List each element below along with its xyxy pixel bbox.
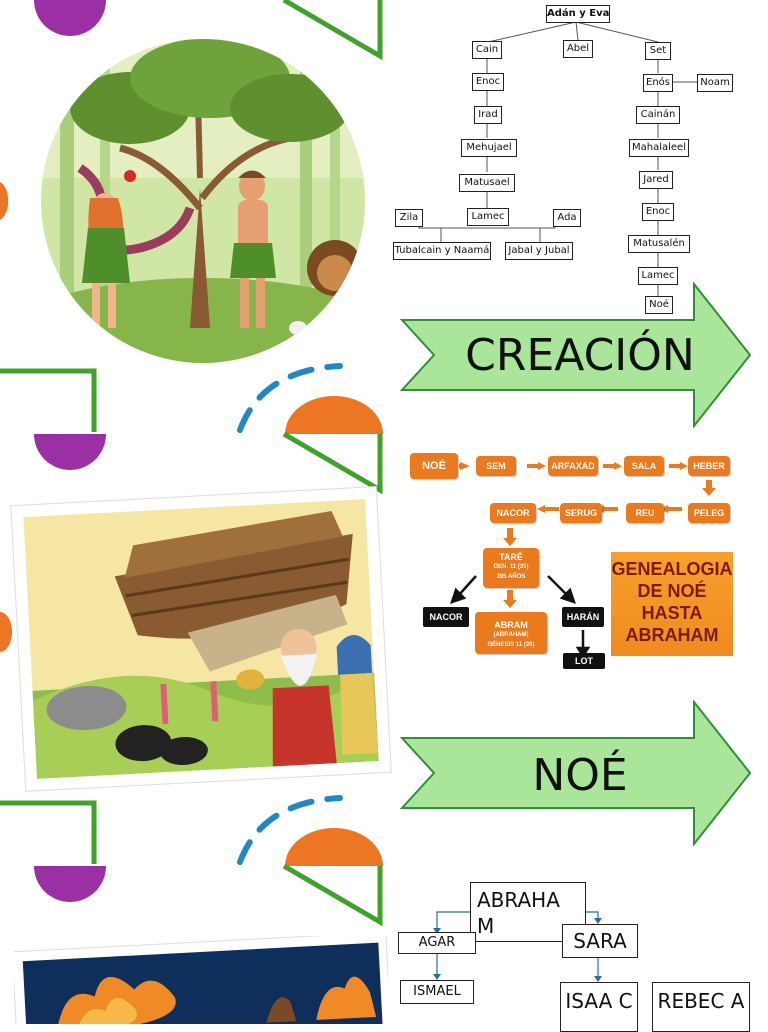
- tree3-ismael: ISMAEL: [400, 980, 474, 1004]
- tree2-tare-age: 205 AÑOS: [496, 574, 526, 580]
- purple-half-circle: [34, 0, 106, 36]
- purple-half-circle: [34, 866, 106, 902]
- green-bracket: [0, 368, 97, 432]
- tree2-tare-name: TARÉ: [499, 552, 523, 562]
- tree2-abram-ref: GÉNESIS 11 (26): [487, 642, 535, 648]
- tree2-row2-item: PELEG: [688, 503, 730, 523]
- tree1-set-line: Mahalaleel: [629, 139, 689, 157]
- tree2-abram-alt: (ABRAHAM): [493, 632, 529, 638]
- tree1-cain-line: Matusael: [459, 174, 515, 192]
- tree2-abram-name: ABRAM: [494, 620, 528, 630]
- tree1-set-line: Jared: [639, 171, 673, 189]
- fire-illustration: [14, 936, 388, 1024]
- green-bracket: [0, 800, 97, 864]
- tree3-agar: AGAR: [398, 932, 476, 954]
- tree2-tare-ref: GEN. 11 (25): [493, 564, 529, 570]
- arrow-creacion: [400, 282, 752, 428]
- orange-half-circle: [285, 828, 383, 866]
- tree1-cain: Cain: [472, 41, 502, 59]
- green-triangle: [282, 0, 383, 61]
- tree1-set-line: Enoc: [642, 203, 674, 221]
- tree1-root: Adán y Eva: [546, 5, 610, 23]
- tree1-noam: Noam: [697, 74, 733, 92]
- tree2-title-line: DE NOÉ: [637, 581, 707, 601]
- blue-dashed-arc: [237, 363, 343, 433]
- tree3-isaac: ISAA C: [560, 982, 638, 1032]
- green-triangle: [282, 863, 383, 927]
- green-triangle: [282, 431, 383, 495]
- tree1-zila-children: Tubalcain y Naamá: [393, 242, 491, 260]
- tree2-lot: LOT: [563, 653, 605, 669]
- tree1-cain-line: Lamec: [467, 208, 509, 226]
- arrow-noe-label: NOÉ: [532, 750, 628, 801]
- tree1-cain-line: Enoc: [472, 73, 504, 91]
- tree1-ada: Ada: [553, 209, 581, 227]
- tree1-cain-line: Mehujael: [461, 139, 517, 157]
- tree2-tare: TARÉ GEN. 11 (25) 205 AÑOS: [483, 548, 539, 588]
- tree1-set-line: Noé: [645, 296, 673, 314]
- noah-ark-illustration: [10, 486, 392, 792]
- tree3-sara: SARA: [562, 924, 638, 958]
- tree3-rebeca: REBEC A: [652, 982, 750, 1032]
- tree1-zila: Zila: [395, 209, 423, 227]
- tree2-haran: HARÁN: [562, 607, 604, 627]
- tree1-set-line: Lamec: [638, 267, 678, 285]
- tree2-title-line: HASTA: [641, 603, 703, 623]
- tree2-row1-item: NOÉ: [410, 453, 458, 479]
- tree2-row2-item: REU: [626, 503, 664, 523]
- tree1-set-line: Enós: [643, 74, 673, 92]
- purple-half-circle: [34, 434, 106, 470]
- tree2-title-line: ABRAHAM: [625, 625, 719, 645]
- tree2-row2-item: NACOR: [490, 503, 536, 523]
- tree1-set-line: Cainán: [636, 106, 680, 124]
- tree1-abel: Abel: [563, 40, 593, 58]
- tree2-row1-item: SALA: [624, 456, 664, 476]
- tree2-title-line: GENEALOGIA: [611, 559, 733, 579]
- tree2-row1-item: SEM: [476, 456, 516, 476]
- orange-half-circle: [285, 396, 383, 434]
- tree1-set-line: Matusalén: [628, 235, 690, 253]
- tree1-cain-line: Irad: [474, 106, 502, 124]
- tree2-row1-item: HEBER: [688, 456, 730, 476]
- arrow-creacion-label: CREACIÓN: [465, 330, 695, 381]
- tree2-row1-item: ARFAXAD: [548, 456, 598, 476]
- tree2-row2-item: SERUG: [560, 503, 602, 523]
- tree2-abram: ABRAM (ABRAHAM) GÉNESIS 11 (26): [475, 612, 547, 654]
- adam-eve-illustration: [41, 39, 365, 363]
- tree2-nacor: NACOR: [423, 607, 469, 627]
- tree2-title: GENEALOGIA DE NOÉ HASTA ABRAHAM: [611, 552, 733, 656]
- blue-dashed-arc: [237, 795, 343, 865]
- arrow-noe: [400, 700, 752, 846]
- tree1-set: Set: [645, 42, 671, 60]
- orange-half-circle: [0, 182, 9, 220]
- orange-half-circle: [0, 612, 12, 652]
- tree1-ada-children: Jabal y Jubal: [505, 242, 573, 260]
